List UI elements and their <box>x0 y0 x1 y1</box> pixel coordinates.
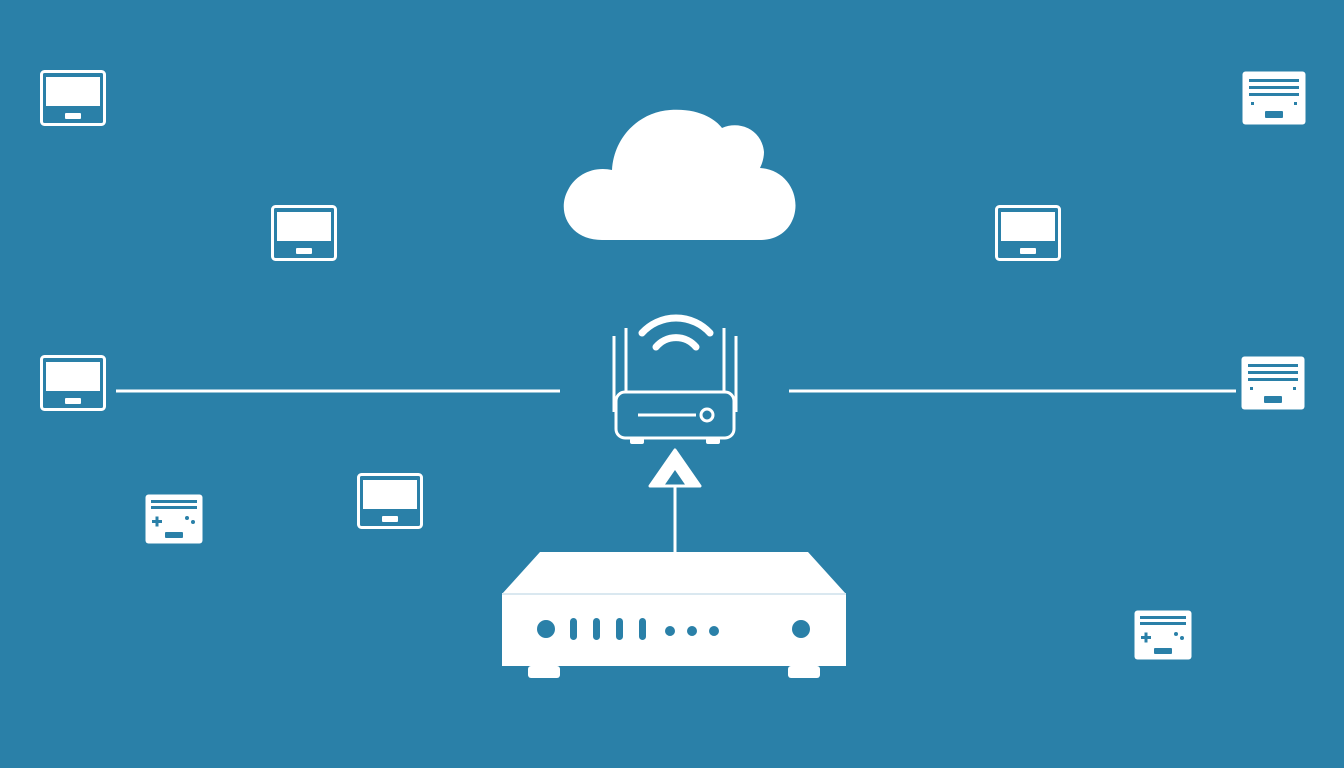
cloud-icon <box>563 109 796 240</box>
wifi-router-icon <box>612 314 738 444</box>
console-icon <box>1242 71 1306 125</box>
uplink-arrow <box>648 448 702 552</box>
console-icon <box>1241 356 1305 410</box>
game-console-icon <box>145 494 203 544</box>
modem-icon <box>502 552 846 678</box>
game-console-icon <box>1134 610 1192 660</box>
